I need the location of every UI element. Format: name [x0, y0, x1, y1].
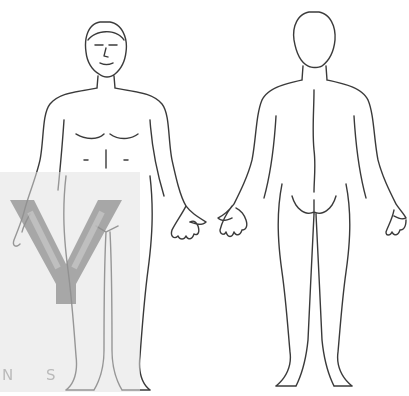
back-hand-left: [220, 206, 247, 237]
back-body-outline-left: [218, 80, 302, 220]
front-chest-lines: [76, 134, 138, 168]
back-spine: [313, 90, 315, 192]
watermark-logo: [0, 172, 140, 392]
back-head: [294, 12, 335, 68]
front-neck: [97, 76, 115, 88]
back-buttocks: [292, 196, 336, 214]
front-face-features: [95, 45, 117, 65]
watermark-caption: N S: [2, 366, 70, 384]
back-legs: [276, 184, 352, 386]
back-view-figure: [218, 12, 406, 386]
front-hair: [88, 32, 124, 40]
front-hand-right: [171, 206, 198, 239]
watermark-panel: [0, 172, 140, 392]
